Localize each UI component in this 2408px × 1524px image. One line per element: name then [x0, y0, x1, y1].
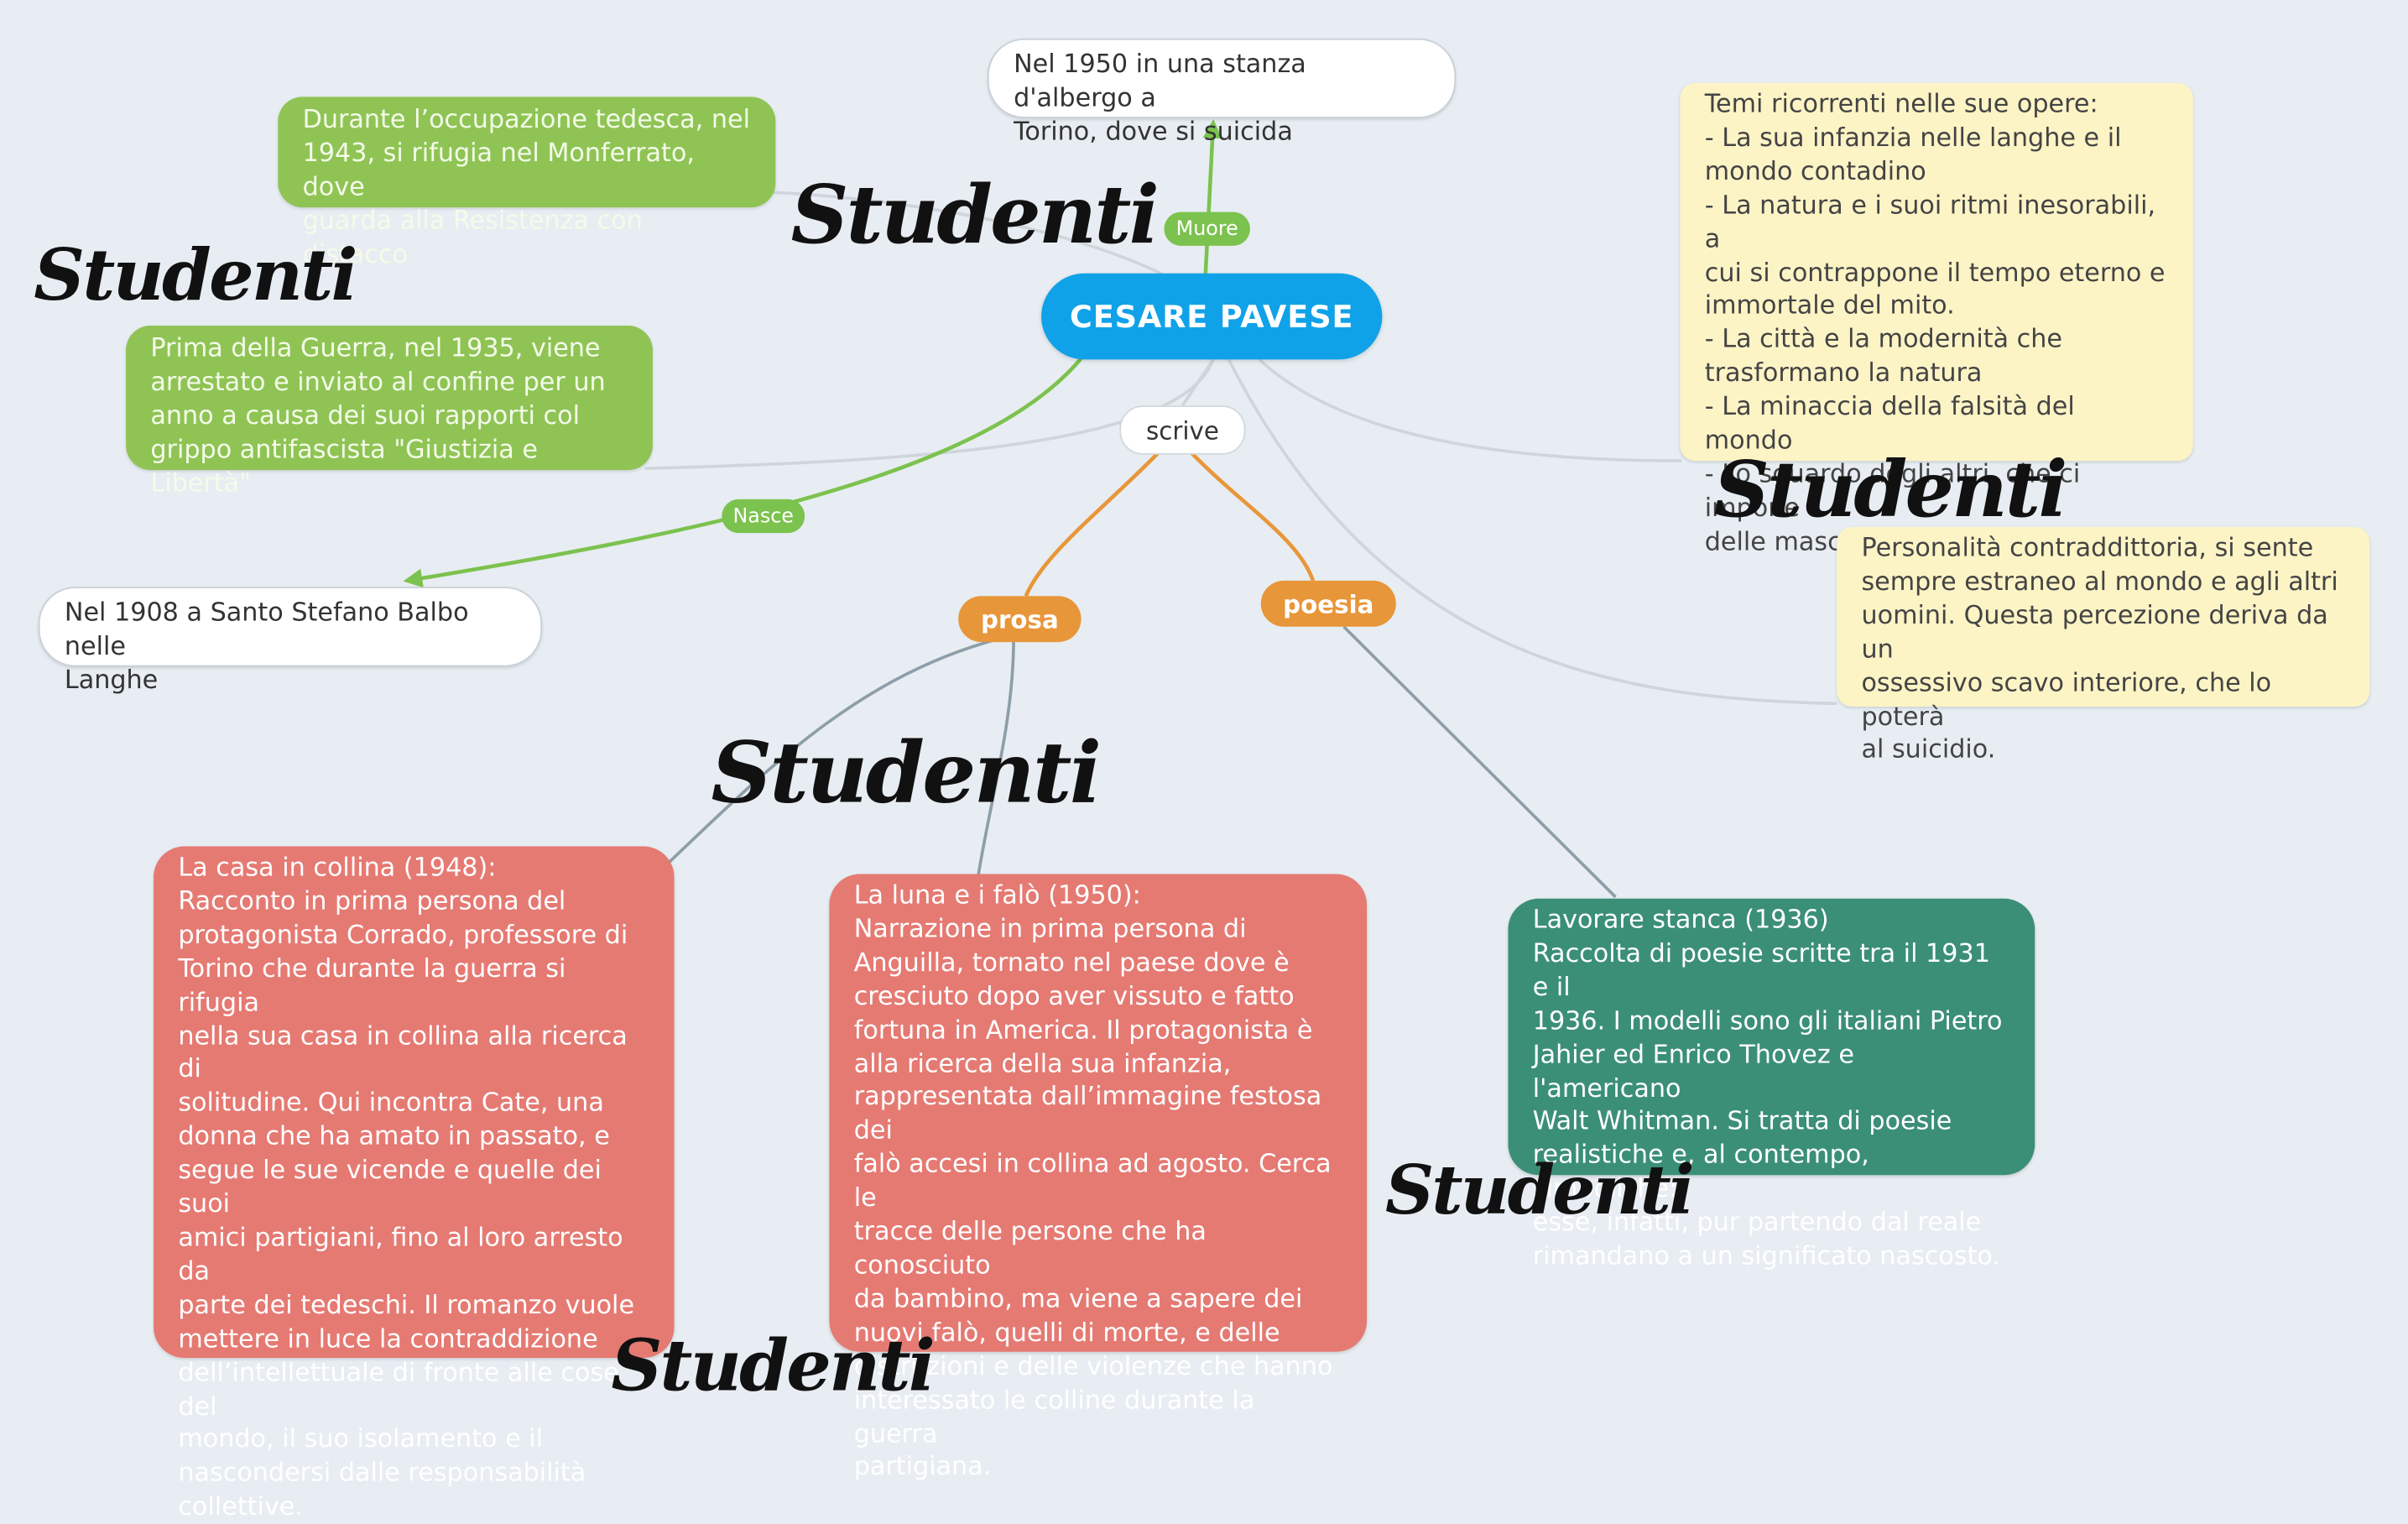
watermark-studenti: Studenti	[34, 233, 357, 317]
muore-label: Muore	[1164, 211, 1250, 246]
watermark-studenti: Studenti	[711, 722, 1102, 822]
poesia-node[interactable]: poesia	[1260, 580, 1396, 627]
link-death	[1202, 118, 1222, 274]
link-lavorare	[1342, 625, 1617, 899]
link-poesia	[1188, 450, 1316, 582]
link-themes	[1258, 358, 1682, 462]
link-before-war	[644, 358, 1215, 471]
personality-node[interactable]: Personalità contraddittoria, si sente se…	[1837, 526, 2370, 765]
link-scrive	[1181, 358, 1215, 407]
luna-e-falo-node[interactable]: La luna e i falò (1950): Narrazione in p…	[829, 874, 1368, 1481]
link-luna	[977, 639, 1015, 876]
connector-lines	[403, 118, 1837, 899]
prosa-node[interactable]: prosa	[958, 596, 1082, 643]
central-topic-node[interactable]: CESARE PAVESE	[1041, 273, 1383, 360]
occupation-node[interactable]: Durante l’occupazione tedesca, nel 1943,…	[278, 97, 776, 269]
death-node[interactable]: Nel 1950 in una stanza d'albergo a Torin…	[987, 38, 1457, 146]
before-war-node[interactable]: Prima della Guerra, nel 1935, viene arre…	[126, 326, 653, 497]
watermark-studenti: Studenti	[1713, 443, 2068, 535]
watermark-studenti: Studenti	[1385, 1151, 1695, 1231]
nasce-label: Nasce	[722, 498, 805, 534]
mind-map-canvas: Nel 1950 in una stanza d'albergo a Torin…	[34, 38, 2370, 1521]
lavorare-stanca-node[interactable]: Lavorare stanca (1936) Raccolta di poesi…	[1508, 898, 2035, 1271]
link-occupation	[768, 190, 1168, 279]
link-personality	[1227, 358, 1837, 706]
watermark-studenti: Studenti	[790, 169, 1160, 263]
themes-node[interactable]: Temi ricorrenti nelle sue opere: - La su…	[1680, 82, 2193, 556]
link-casa	[666, 637, 999, 865]
link-birth	[403, 355, 1085, 588]
casa-in-collina-node[interactable]: La casa in collina (1948): Racconto in p…	[154, 846, 675, 1521]
watermark-studenti: Studenti	[611, 1323, 935, 1407]
birth-node[interactable]: Nel 1908 a Santo Stefano Balbo nelle Lan…	[38, 587, 543, 694]
scrive-relation-node[interactable]: scrive	[1119, 405, 1246, 455]
link-prosa	[1024, 450, 1161, 598]
